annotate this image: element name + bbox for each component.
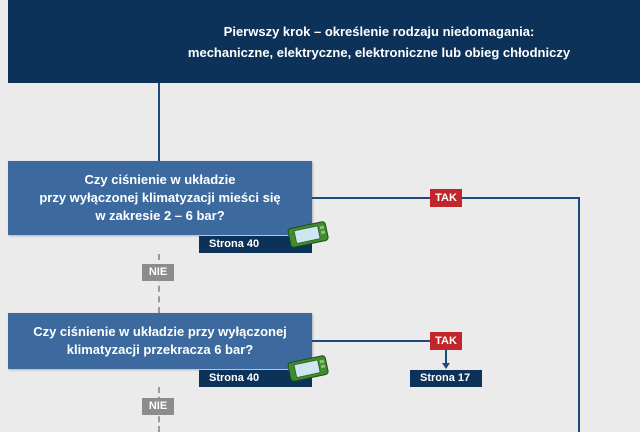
diagnostic-tester-icon [287, 221, 329, 248]
question-1-no-badge: NIE [142, 264, 174, 281]
question-1-line-1: Czy ciśnienie w układzie [84, 172, 236, 187]
question-2-yes-badge: TAK [430, 332, 462, 350]
connector-q1-yes-vertical [578, 197, 580, 432]
diagnostic-tester-icon [287, 355, 329, 382]
connector-q1-no [158, 254, 160, 313]
arrow-down-icon [442, 363, 450, 369]
question-2-box: Czy ciśnienie w układzie przy wyłączonej… [8, 313, 312, 369]
question-1-line-3: w zakresie 2 – 6 bar? [95, 208, 225, 223]
question-1-page-ref[interactable]: Strona 40 [199, 236, 312, 253]
question-2-page-ref[interactable]: Strona 40 [199, 370, 312, 387]
question-2-yes-page-ref[interactable]: Strona 17 [410, 370, 482, 387]
flowchart-header: Pierwszy krok – określenie rodzaju niedo… [8, 0, 640, 83]
header-line-1: Pierwszy krok – określenie rodzaju niedo… [223, 23, 535, 39]
connector-header-q1 [158, 83, 160, 161]
question-1-yes-badge: TAK [430, 189, 462, 207]
connector-q2-yes-horizontal [312, 340, 447, 342]
connector-q2-yes-vertical [445, 340, 447, 364]
question-2-line-2: klimatyzacji przekracza 6 bar? [66, 342, 254, 357]
question-1-box: Czy ciśnienie w układzie przy wyłączonej… [8, 161, 312, 235]
question-2-line-1: Czy ciśnienie w układzie przy wyłączonej [33, 324, 287, 339]
question-1-line-2: przy wyłączonej klimatyzacji mieści się [39, 190, 281, 205]
header-line-2: mechaniczne, elektryczne, elektroniczne … [187, 44, 571, 60]
question-2-no-badge: NIE [142, 398, 174, 415]
